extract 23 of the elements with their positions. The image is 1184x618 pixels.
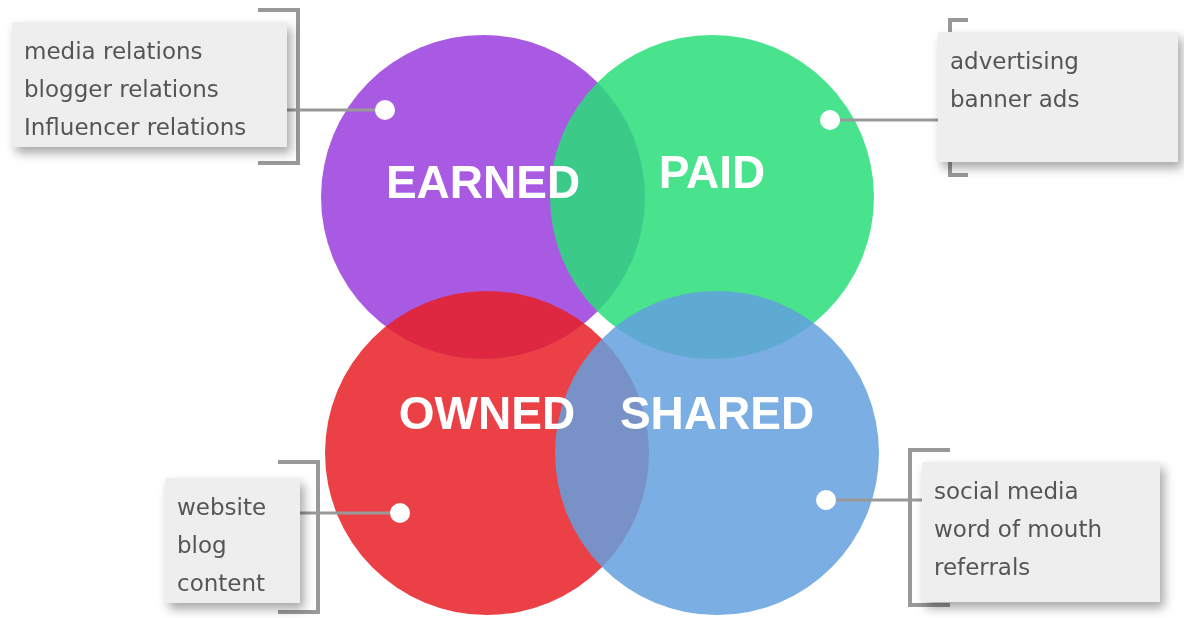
dot-marker (820, 110, 840, 130)
callout-text: Influencer relations (24, 113, 248, 142)
leader-line (836, 498, 922, 502)
callout-text: word of mouth (934, 515, 1103, 544)
callout-text: banner ads (950, 85, 1081, 114)
callout-text: referrals (934, 553, 1032, 582)
callout-box (165, 478, 300, 603)
callout-text: media relations (24, 37, 204, 66)
dot-marker (390, 503, 410, 523)
leader-line (300, 511, 390, 515)
callout-text: website (177, 493, 268, 522)
callout-text: advertising (950, 47, 1080, 76)
callout-box (922, 462, 1160, 602)
leader-line (840, 118, 938, 122)
callout-box (938, 32, 1178, 162)
dot-marker (816, 490, 836, 510)
callout-text: blog (177, 531, 228, 560)
callout-text: blogger relations (24, 75, 220, 104)
leader-line (287, 108, 375, 112)
callout-box (12, 22, 287, 147)
callout-text: content (177, 569, 267, 598)
dot-marker (375, 100, 395, 120)
callout-text: social media (934, 477, 1080, 506)
